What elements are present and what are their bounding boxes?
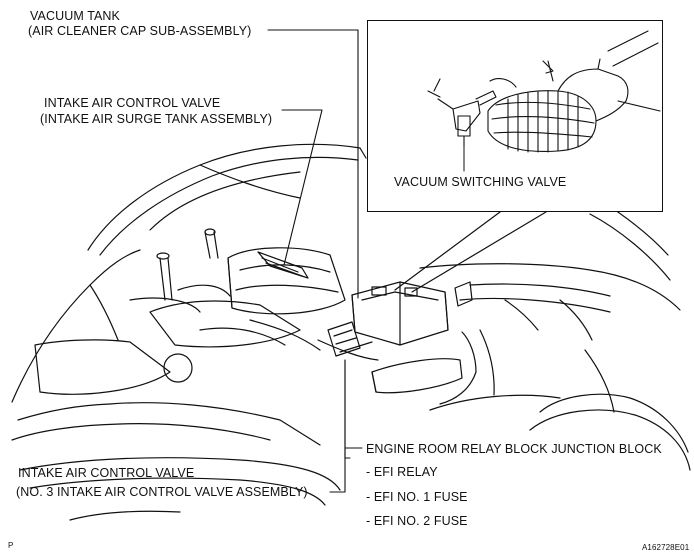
vsv-detail-drawing: [427, 30, 661, 172]
vsv-body: [452, 100, 481, 132]
left-headlight: [149, 300, 301, 348]
label-efi-fuse-1: - EFI NO. 1 FUSE: [366, 490, 468, 504]
label-efi-fuse-2: - EFI NO. 2 FUSE: [366, 514, 468, 528]
inset-callout: [394, 211, 547, 293]
label-vacuum-tank: VACUUM TANK: [30, 9, 120, 23]
leader-relay-block: [344, 449, 351, 459]
figure-id: A162728E01: [642, 543, 690, 552]
leader-vacuum-tank: [267, 29, 359, 299]
engine-cover: [227, 247, 346, 315]
hood-outline: [87, 143, 361, 251]
label-iacv-1-sub: (INTAKE AIR SURGE TANK ASSEMBLY): [40, 112, 273, 126]
label-iacv-2: INTAKE AIR CONTROL VALVE: [18, 466, 195, 480]
leader-iacv-1: [281, 109, 323, 266]
relay-block-junction-block: [371, 358, 463, 394]
right-fender: [419, 263, 681, 311]
label-vacuum-switching-valve: VACUUM SWITCHING VALVE: [392, 175, 569, 190]
label-relay-block: ENGINE ROOM RELAY BLOCK JUNCTION BLOCK: [366, 442, 662, 456]
intake-air-control-valve-1: [257, 251, 309, 279]
label-vacuum-tank-sub: (AIR CLEANER CAP SUB-ASSEMBLY): [28, 24, 252, 38]
label-iacv-1: INTAKE AIR CONTROL VALVE: [44, 96, 221, 110]
leader-iacv-2: [329, 359, 346, 493]
front-bumper: [19, 457, 341, 491]
label-efi-relay: - EFI RELAY: [366, 465, 438, 479]
left-fender: [11, 249, 141, 403]
corner-mark-p: P: [8, 541, 14, 550]
right-wheel-arch: [539, 393, 689, 453]
label-iacv-2-sub: (NO. 3 INTAKE AIR CONTROL VALVE ASSEMBLY…: [16, 485, 308, 499]
